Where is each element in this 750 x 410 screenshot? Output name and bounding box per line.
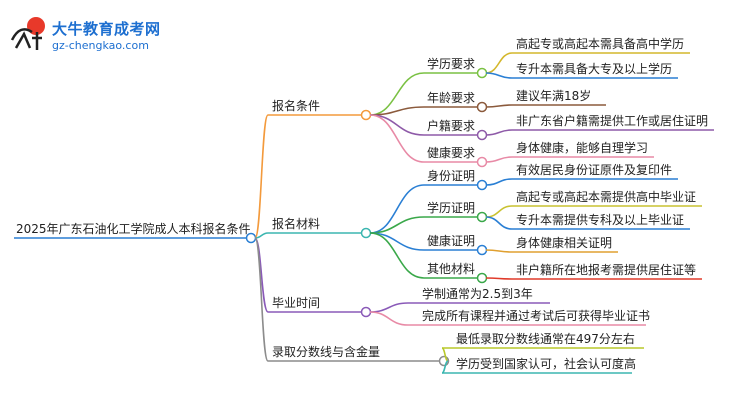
branch-node-1: 报名材料 — [272, 216, 320, 231]
sub-connector-0-3 — [369, 114, 425, 163]
leaf-connector-0-0-1 — [485, 72, 513, 79]
leaf-connector-1-1-1 — [485, 216, 513, 230]
sub-node-1-3: 其他材料 — [427, 262, 475, 276]
branch-connector-1 — [254, 232, 269, 239]
leaf-connector-0-2-0 — [485, 129, 513, 136]
branch-node-0: 报名条件 — [272, 98, 320, 113]
brand-title: 大牛教育成考网 — [52, 20, 161, 38]
sub-connector-0-2 — [369, 114, 425, 136]
sub-collapse-dot-0-2[interactable] — [476, 129, 488, 141]
leaf-connector-2-1 — [369, 311, 409, 326]
leaf-connector-1-0-0 — [485, 178, 513, 186]
sub-node-1-0: 身份证明 — [427, 168, 475, 183]
sub-collapse-dot-0-0[interactable] — [476, 67, 488, 79]
leaf-node-0-0-1: 专升本需具备大专及以上学历 — [516, 61, 672, 76]
leaf-node-1-3-0: 非户籍所在地报考需提供居住证等 — [516, 262, 696, 277]
sub-collapse-dot-1-1[interactable] — [476, 211, 488, 223]
sub-node-0-0: 学历要求 — [427, 56, 475, 71]
sub-connector-1-2 — [369, 232, 425, 251]
branch-collapse-dot-0[interactable] — [360, 109, 372, 121]
sub-connector-0-0 — [369, 72, 425, 116]
sub-connector-1-3 — [369, 232, 425, 279]
sub-collapse-dot-1-3[interactable] — [476, 272, 488, 284]
leaf-node-1-1-0: 高起专或高起本需提供高中毕业证 — [516, 189, 696, 204]
leaf-node-2-0: 学制通常为2.5到3年 — [422, 286, 533, 301]
branch-node-3: 录取分数线与含金量 — [272, 344, 380, 359]
leaf-connector-0-1-0 — [485, 104, 513, 108]
leaf-node-3-0: 最低录取分数线通常在497分左右 — [456, 331, 635, 346]
branch-connector-3 — [254, 237, 269, 362]
leaf-connector-1-2-0 — [485, 249, 513, 253]
leaf-connector-2-0 — [369, 302, 409, 313]
brand-header: 大牛教育成考网 gz-chengkao.com — [6, 14, 196, 54]
leaf-node-2-1: 完成所有课程并通过考试后可获得毕业证书 — [422, 308, 650, 323]
sub-node-1-1: 学历证明 — [427, 200, 475, 215]
sub-node-1-2: 健康证明 — [427, 233, 475, 248]
sub-node-0-1: 年龄要求 — [427, 91, 475, 105]
leaf-node-1-0-0: 有效居民身份证原件及复印件 — [516, 162, 672, 177]
sub-node-0-3: 健康要求 — [427, 145, 475, 160]
sub-collapse-dot-0-1[interactable] — [476, 101, 488, 113]
brand-url: gz-chengkao.com — [52, 39, 149, 52]
root-collapse-dot[interactable] — [245, 232, 257, 244]
leaf-node-0-0-0: 高起专或高起本需具备高中学历 — [516, 36, 684, 51]
root-node: 2025年广东石油化工学院成人本科报名条件 — [16, 221, 251, 236]
branch-collapse-dot-2[interactable] — [360, 306, 372, 318]
sub-collapse-dot-1-0[interactable] — [476, 179, 488, 191]
leaf-node-0-2-0: 非广东省户籍需提供工作或居住证明 — [516, 113, 708, 128]
leaf-node-3-1: 学历受到国家认可，社会认可度高 — [456, 356, 636, 371]
sub-connector-1-1 — [369, 216, 425, 234]
leaf-node-1-1-1: 专升本需提供专科及以上毕业证 — [516, 212, 684, 227]
branch-node-2: 毕业时间 — [272, 296, 320, 310]
leaf-node-0-1-0: 建议年满18岁 — [516, 88, 591, 103]
branch-collapse-dot-1[interactable] — [360, 227, 372, 239]
sub-collapse-dot-0-3[interactable] — [476, 156, 488, 168]
branch-connector-0 — [254, 114, 269, 239]
leaf-connector-1-1-0 — [485, 205, 513, 218]
sub-connector-1-0 — [369, 184, 425, 234]
brand-logo-icon — [10, 17, 45, 50]
sub-collapse-dot-1-2[interactable] — [476, 244, 488, 256]
leaf-node-1-2-0: 身体健康相关证明 — [516, 235, 612, 250]
leaf-connector-0-0-0 — [485, 52, 513, 74]
leaf-connector-1-3-0 — [485, 277, 513, 280]
sub-node-0-2: 户籍要求 — [427, 118, 475, 133]
leaf-node-0-3-0: 身体健康，能够自理学习 — [516, 140, 648, 155]
leaf-connector-0-3-0 — [485, 156, 513, 163]
